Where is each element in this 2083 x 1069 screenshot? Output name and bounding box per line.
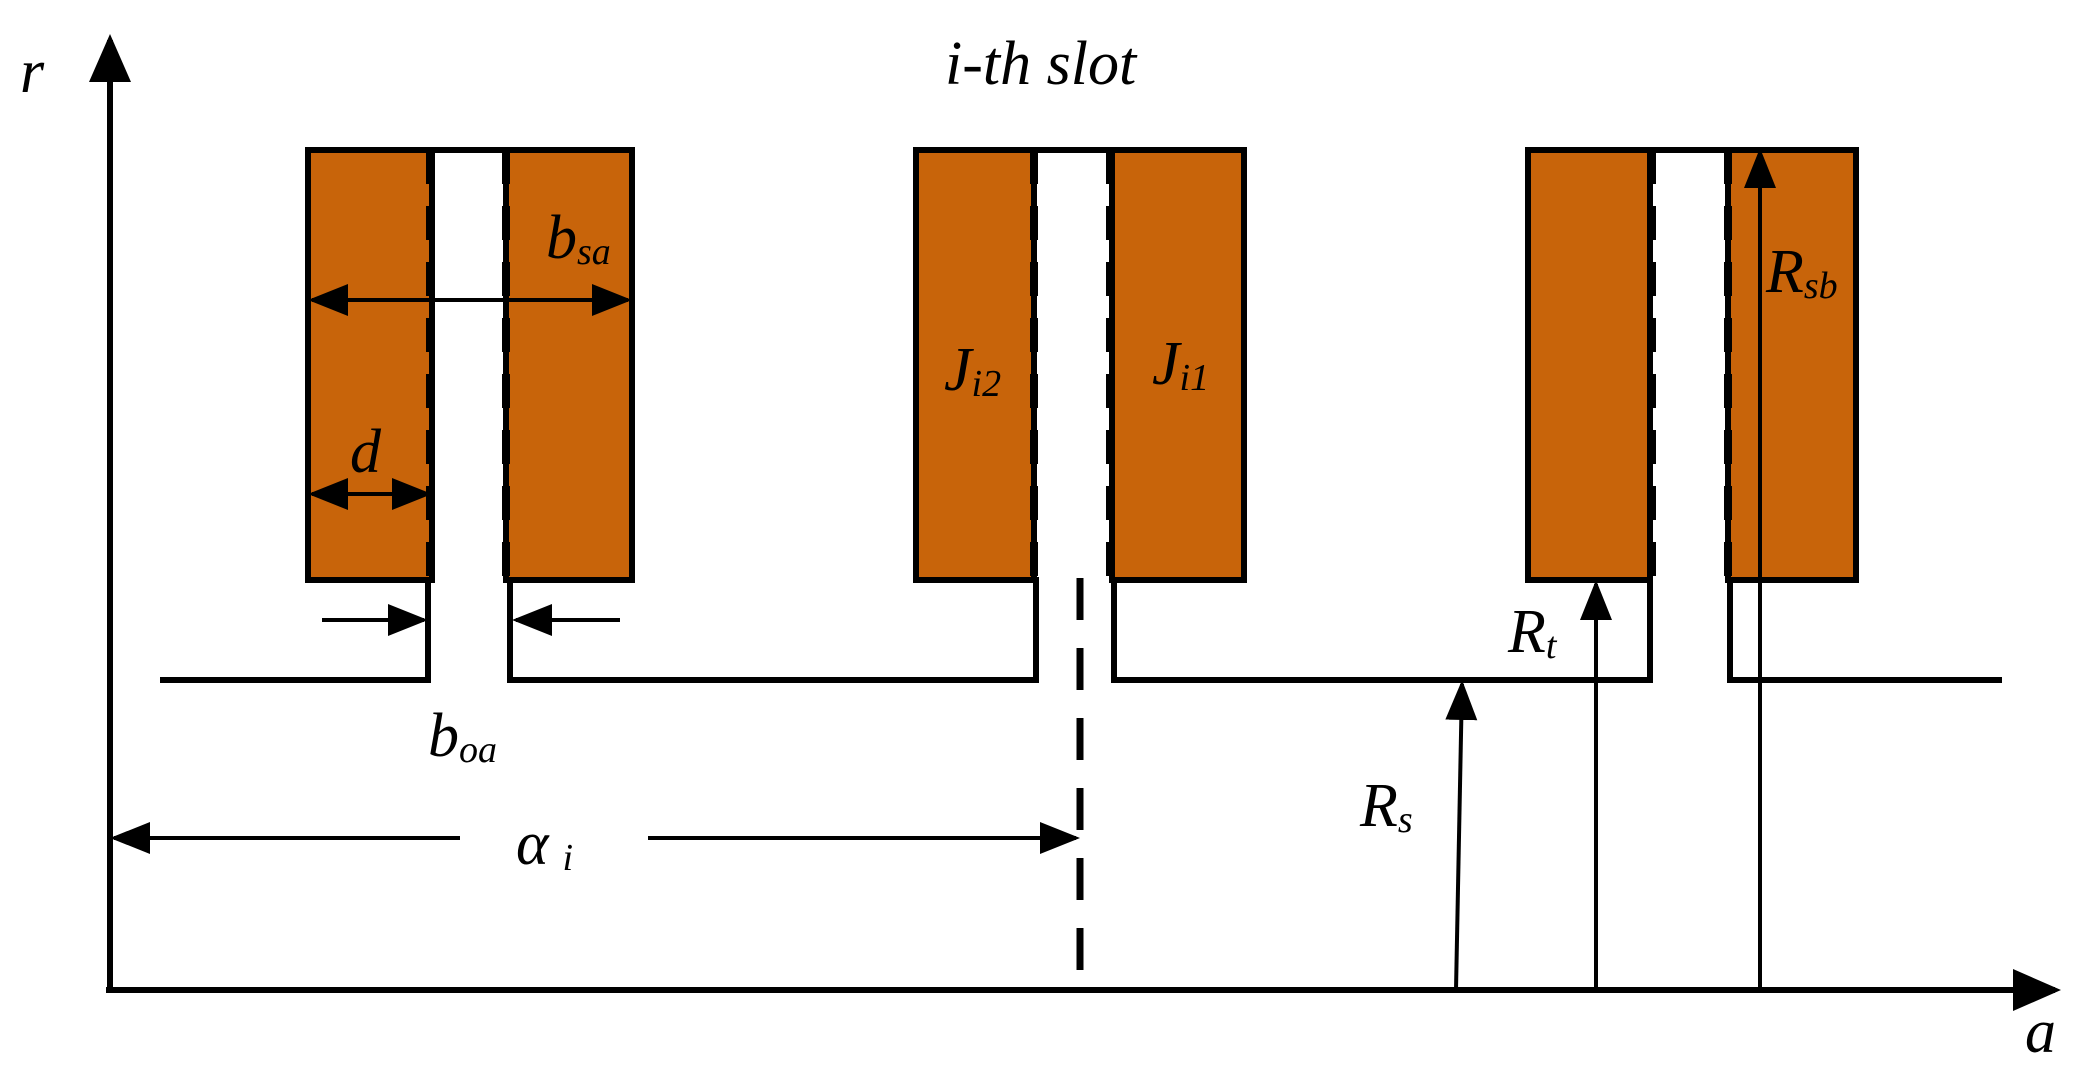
rt-label: Rt [1507, 598, 1558, 667]
slot3-coil-right [1725, 147, 1859, 583]
ji2-label: Ji2 [944, 336, 1001, 405]
rs-label: Rs [1359, 772, 1413, 841]
slot1-coil-left [305, 147, 435, 583]
boa-label: boa [428, 702, 497, 771]
diagram-title: i-th slot [945, 30, 1138, 98]
rsb-label: Rsb [1765, 238, 1838, 307]
d-label: d [350, 418, 382, 486]
slot3-coil-left [1525, 147, 1653, 583]
r-axis-label: r [20, 38, 45, 106]
bsa-label: bsa [546, 204, 611, 273]
rs-arrow [1445, 680, 1478, 991]
slot1-coil-right [503, 147, 635, 583]
a-axis-label: a [2025, 998, 2056, 1066]
ji1-label: Ji1 [1152, 330, 1209, 399]
